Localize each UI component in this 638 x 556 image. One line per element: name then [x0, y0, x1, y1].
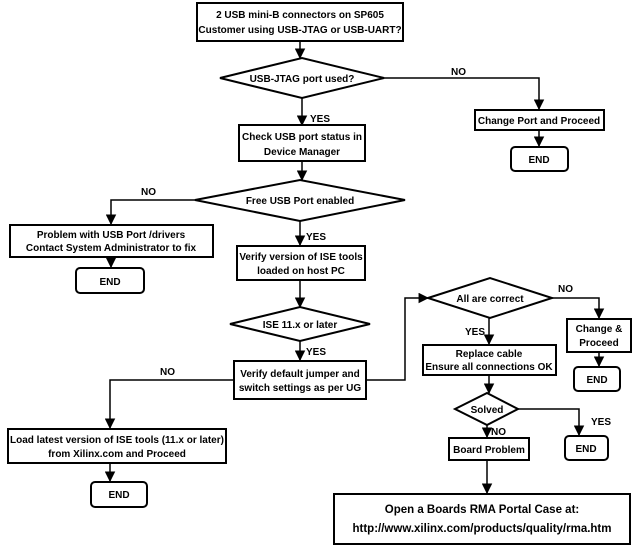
connectors: [104, 41, 605, 495]
node-change-proceed: Change & Proceed: [566, 318, 632, 353]
label-ise-yes: YES: [306, 347, 326, 358]
edge-solved-yes: [518, 408, 585, 437]
verify-jumper-line-1: Verify default jumper and: [240, 369, 359, 380]
decision-all-correct: All are correct: [424, 276, 556, 320]
end-5-text: END: [575, 444, 596, 455]
edge-ise-no: [104, 379, 234, 430]
label-jtag-yes: YES: [310, 114, 330, 125]
problem-usb-line-2: Contact System Administrator to fix: [26, 243, 197, 254]
node-rma: Open a Boards RMA Portal Case at: http:/…: [333, 493, 631, 545]
start-line-1: 2 USB mini-B connectors on SP605: [216, 10, 384, 21]
decision-solved: Solved: [452, 391, 521, 427]
label-correct-yes: YES: [465, 327, 485, 338]
end-3-text: END: [108, 490, 129, 501]
node-check-status: Check USB port status in Device Manager: [238, 124, 366, 162]
node-problem-usb: Problem with USB Port /drivers Contact S…: [9, 224, 214, 258]
free-port-text: Free USB Port enabled: [246, 196, 354, 207]
start-line-2: Customer using USB-JTAG or USB-UART?: [198, 25, 401, 36]
node-change-port: Change Port and Proceed: [474, 109, 605, 131]
rma-line-2: http://www.xilinx.com/products/quality/r…: [353, 523, 612, 535]
solved-text: Solved: [471, 405, 504, 416]
jtag-used-text: USB-JTAG port used?: [250, 74, 355, 85]
verify-ise-line-2: loaded on host PC: [257, 266, 345, 277]
end-terminal-2: END: [75, 267, 145, 294]
edge-jtag-no: [384, 77, 545, 111]
decision-free-port: Free USB Port enabled: [194, 178, 406, 223]
end-terminal-3: END: [90, 481, 148, 508]
ise-11-text: ISE 11.x or later: [263, 320, 338, 331]
verify-jumper-line-2: switch settings as per UG: [239, 383, 361, 394]
problem-usb-line-1: Problem with USB Port /drivers: [37, 230, 186, 241]
edge-labels: NO YES NO YES NO YES NO YES YES NO: [141, 67, 611, 438]
end-terminal-1: END: [510, 146, 569, 172]
label-correct-no: NO: [558, 284, 573, 295]
verify-ise-line-1: Verify version of ISE tools: [239, 252, 363, 263]
label-free-no: NO: [141, 187, 156, 198]
replace-cable-line-2: Ensure all connections OK: [425, 362, 553, 373]
change-port-text: Change Port and Proceed: [478, 116, 600, 127]
edge-jumper-to-allcorrect: [366, 292, 430, 381]
change-proceed-line-2: Proceed: [579, 338, 618, 349]
label-solved-no: NO: [491, 427, 506, 438]
node-start: 2 USB mini-B connectors on SP605 Custome…: [196, 2, 404, 42]
check-status-line-2: Device Manager: [264, 147, 340, 158]
all-correct-text: All are correct: [456, 294, 524, 305]
end-terminal-5: END: [564, 435, 609, 461]
label-ise-no: NO: [160, 367, 175, 378]
end-2-text: END: [99, 277, 120, 288]
rma-line-1: Open a Boards RMA Portal Case at:: [385, 504, 579, 516]
label-free-yes: YES: [306, 232, 326, 243]
node-board-problem: Board Problem: [448, 437, 530, 461]
board-problem-text: Board Problem: [453, 445, 525, 456]
node-load-ise: Load latest version of ISE tools (11.x o…: [7, 428, 227, 464]
node-verify-jumper: Verify default jumper and switch setting…: [233, 360, 367, 400]
edge-free-no: [105, 199, 195, 226]
change-proceed-line-1: Change &: [576, 324, 623, 335]
load-ise-line-1: Load latest version of ISE tools (11.x o…: [10, 435, 224, 446]
label-solved-yes: YES: [591, 417, 611, 428]
load-ise-line-2: from Xilinx.com and Proceed: [48, 449, 186, 460]
end-terminal-4: END: [573, 366, 621, 392]
label-jtag-no: NO: [451, 67, 466, 78]
end-4-text: END: [586, 375, 607, 386]
decision-ise-11: ISE 11.x or later: [229, 305, 371, 343]
node-replace-cable: Replace cable Ensure all connections OK: [422, 344, 557, 376]
check-status-line-1: Check USB port status in: [242, 132, 362, 143]
decision-jtag-used: USB-JTAG port used?: [219, 56, 385, 100]
edge-correct-no: [552, 297, 605, 320]
end-1-text: END: [528, 155, 549, 166]
replace-cable-line-1: Replace cable: [456, 349, 523, 360]
node-verify-ise: Verify version of ISE tools loaded on ho…: [236, 245, 366, 281]
